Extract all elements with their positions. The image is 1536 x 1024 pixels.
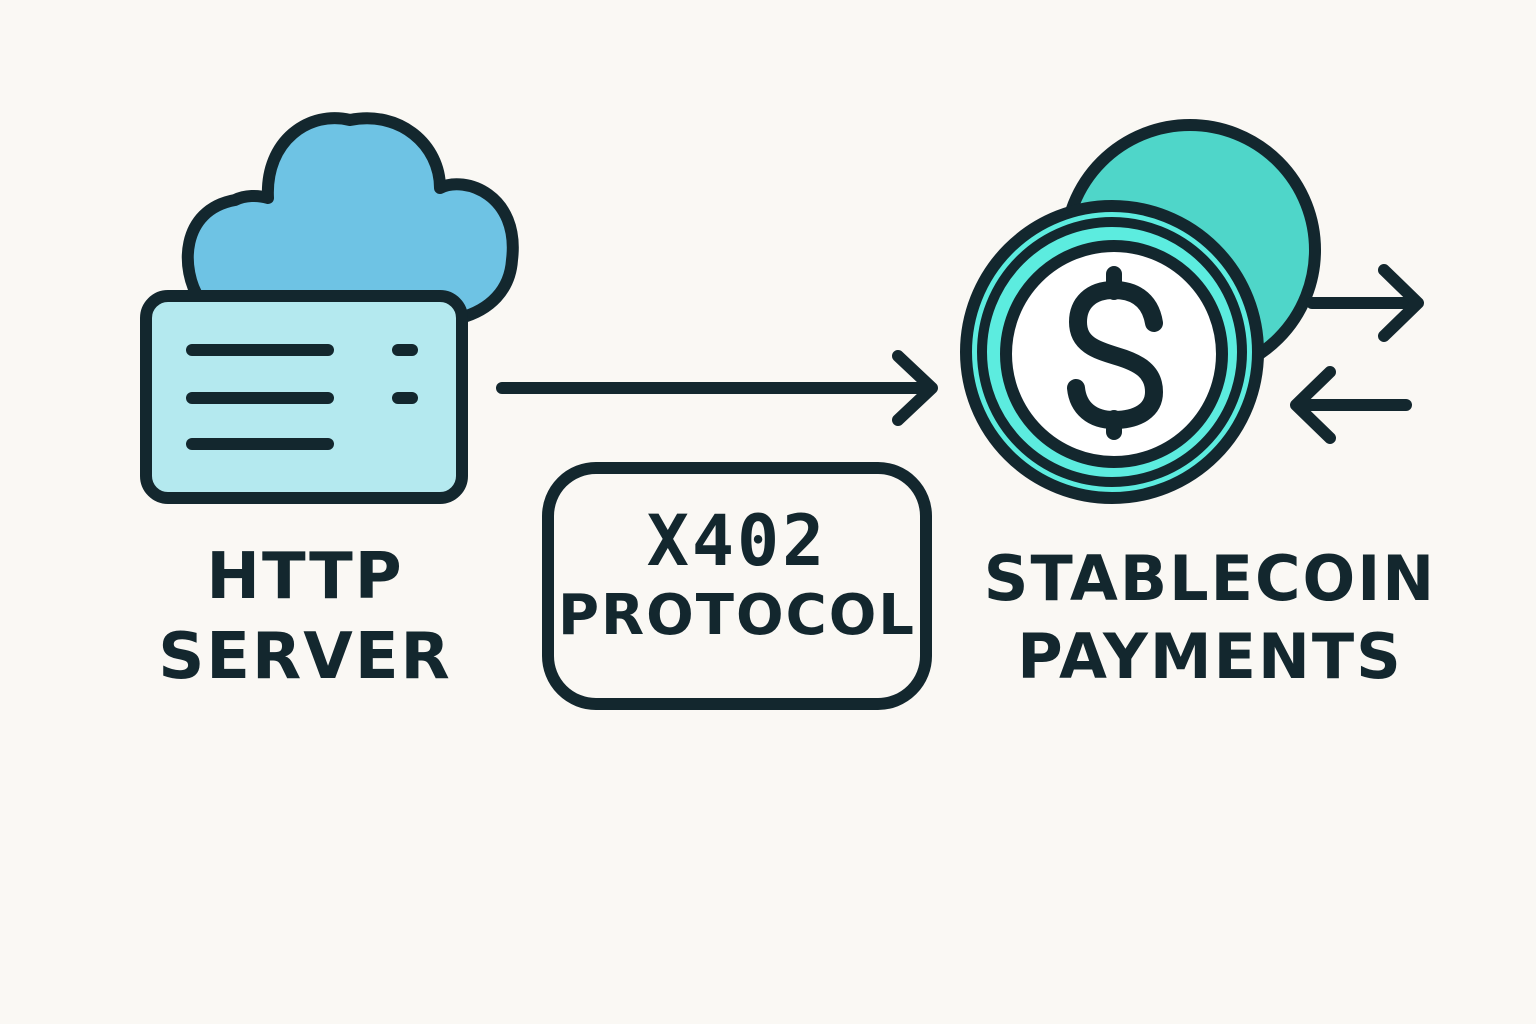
stablecoin-payments-label-line2: PAYMENTS	[1017, 620, 1403, 693]
http-server-label-line1: HTTP	[206, 540, 404, 614]
dollar-sign-icon	[1067, 266, 1163, 440]
stablecoin-icon	[960, 119, 1321, 504]
server-icon	[140, 290, 468, 504]
http-server-label: HTTP SERVER	[130, 545, 480, 689]
protocol-label: X402 PROTOCOL	[548, 506, 926, 644]
stablecoin-payments-label-line1: STABLECOIN	[983, 542, 1437, 615]
cloud-icon	[181, 112, 519, 324]
protocol-box	[542, 462, 932, 710]
stablecoin-payments-label: STABLECOIN PAYMENTS	[960, 548, 1460, 688]
arrow-right-icon	[496, 350, 938, 426]
protocol-label-line1: X402	[646, 500, 828, 582]
exchange-arrows-icon	[1290, 264, 1424, 444]
http-server-label-line2: SERVER	[158, 620, 452, 694]
protocol-label-line2: PROTOCOL	[558, 583, 916, 648]
